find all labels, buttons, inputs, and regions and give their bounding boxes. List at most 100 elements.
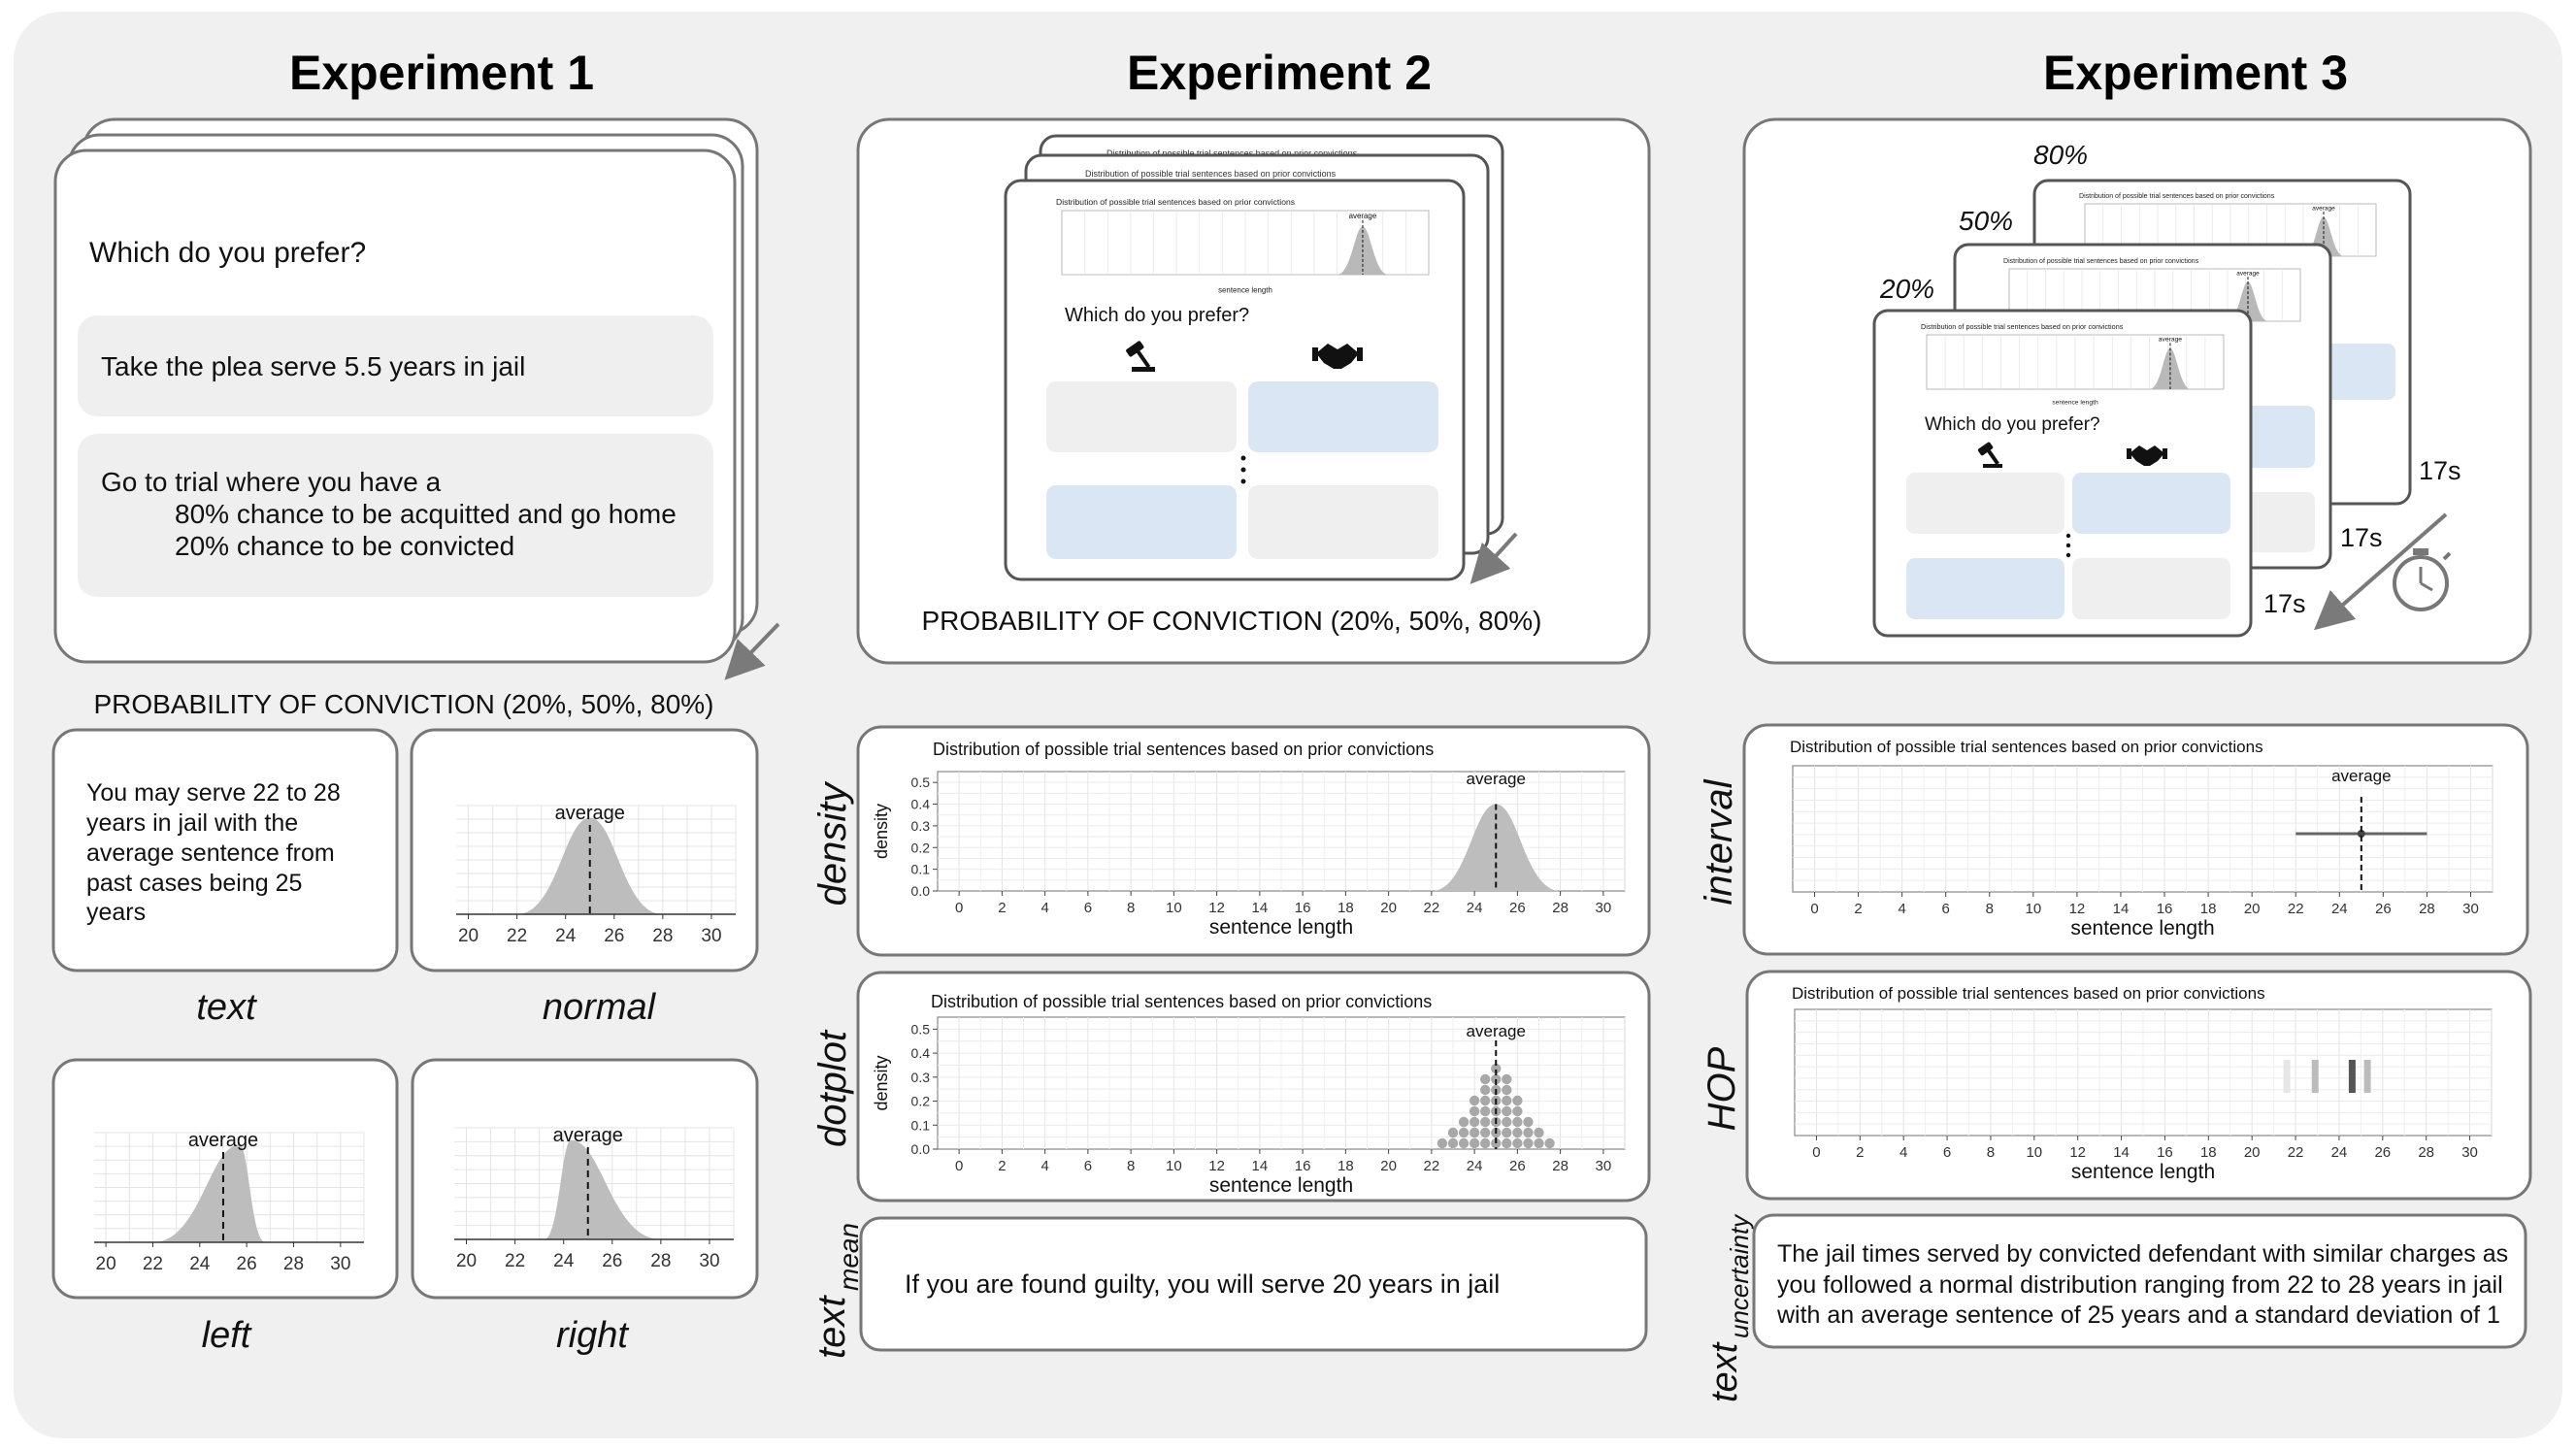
exp3-hop-chart: Distribution of possible trial sentences…	[1792, 984, 2493, 1183]
screen-plot-title: Distribution of possible trial sentences…	[1056, 197, 1295, 207]
tick-label: 4	[1898, 901, 1905, 917]
plot-title: Distribution of possible trial sentences…	[1790, 738, 2263, 756]
exp2-condition-text-sub: mean	[834, 1223, 864, 1291]
tick-label: 0.1	[911, 862, 931, 877]
tick-label: 10	[2026, 1144, 2042, 1161]
dot	[1479, 1127, 1491, 1138]
tick-label: 30	[1596, 900, 1612, 916]
tick-label: 4	[1899, 1144, 1907, 1161]
tick-label: 18	[1338, 1158, 1354, 1174]
exp2-arrow	[1470, 532, 1518, 584]
handshake-icon	[2127, 445, 2167, 466]
exp3-interval-chart: Distribution of possible trial sentences…	[1790, 738, 2493, 939]
distribution-area	[544, 1139, 661, 1239]
exp3-condition-text-uncertainty: text uncertainty	[1704, 1213, 1754, 1402]
tick-label: 22	[2288, 901, 2304, 917]
exp2-screen-back-2-title: Distribution of possible trial sentences…	[1106, 148, 1358, 158]
tick-label: 14	[1252, 900, 1269, 916]
x-axis-label: sentence length	[1209, 916, 1353, 939]
x-axis-label: sentence length	[1209, 1174, 1353, 1197]
tick-label: 0.2	[911, 1094, 931, 1109]
average-label: average	[2331, 767, 2391, 785]
screen-x-label: sentence length	[2052, 400, 2098, 407]
tick-label: 10	[1166, 1158, 1182, 1174]
exp1-probability-label: PROBABILITY OF CONVICTION (20%, 50%, 80%…	[94, 689, 714, 719]
tick-label: 30	[701, 926, 721, 946]
exp2-screen-stack: Distribution of possible trial sentences…	[1004, 134, 1504, 581]
tick-label: 24	[2331, 901, 2348, 917]
exp2-condition-dotplot: dotplot	[811, 1029, 854, 1147]
exp1-text-card-line-2: years in jail with the	[86, 809, 298, 837]
tick-label: 0	[1810, 901, 1818, 917]
exp2-option-gray-2	[1248, 485, 1438, 559]
dot	[1469, 1116, 1480, 1128]
exp3-timer-2: 17s	[2340, 523, 2383, 552]
tick-label: 28	[650, 1251, 671, 1271]
tick-label: 14	[2113, 901, 2130, 917]
average-label: average	[1467, 770, 1526, 788]
tick-label: 12	[2069, 1144, 2086, 1161]
tick-label: 26	[2374, 1144, 2391, 1161]
tick-label: 22	[2288, 1144, 2304, 1161]
tick-label: 6	[1084, 1158, 1092, 1174]
tick-label: 0	[955, 1158, 963, 1174]
exp3-condition-text-sub: uncertainty	[1725, 1213, 1754, 1338]
tick-label: 18	[2200, 901, 2217, 917]
y-axis-label: density	[872, 804, 891, 859]
tick-label: 12	[1208, 1158, 1225, 1174]
exp2-screen-plot: Distribution of possible trial sentences…	[1056, 197, 1430, 294]
tick-label: 6	[1943, 1144, 1951, 1161]
tick-label: 26	[237, 1254, 257, 1274]
tick-label: 22	[505, 1251, 525, 1271]
screen-plot-title: Distribution of possible trial sentences…	[2079, 193, 2275, 200]
dot	[1523, 1116, 1534, 1128]
exp2-text-mean: If you are found guilty, you will serve …	[905, 1269, 1500, 1299]
tick-label: 0.2	[911, 840, 931, 855]
tick-label: 28	[652, 926, 673, 946]
tick-label: 0.5	[911, 1021, 931, 1037]
hop-draw	[2311, 1060, 2319, 1093]
dot	[1479, 1073, 1491, 1085]
dot	[1512, 1105, 1523, 1117]
exp3-screen-stack: Distribution of possible trial sentences…	[1872, 179, 2412, 638]
tick-label: 0.5	[911, 774, 931, 790]
tick-label: 22	[143, 1254, 163, 1274]
dot	[1479, 1084, 1491, 1096]
tick-label: 2	[1854, 901, 1862, 917]
tick-label: 16	[2157, 901, 2173, 917]
dot	[1534, 1137, 1544, 1149]
tick-label: 16	[1295, 900, 1311, 916]
exp1-card-stack: Which do you prefer? Take the plea serve…	[53, 117, 759, 664]
exp1-trial-option	[78, 434, 713, 597]
exp2-text-mean-panel	[859, 1216, 1648, 1352]
experiment-1-title: Experiment 1	[289, 46, 594, 100]
tick-label: 20	[2244, 901, 2261, 917]
tick-label: 0.1	[911, 1117, 931, 1133]
tick-label: 22	[507, 926, 527, 946]
exp1-condition-right: right	[556, 1315, 629, 1356]
screen-average-label: average	[2236, 270, 2260, 277]
tick-label: 28	[1552, 900, 1569, 916]
exp3-condition-text-main: text	[1704, 1341, 1745, 1402]
dot	[1502, 1084, 1512, 1096]
exp2-option-blue-1	[1248, 381, 1438, 452]
tick-label: 18	[2200, 1144, 2217, 1161]
dot	[1479, 1137, 1491, 1149]
dot	[1534, 1127, 1544, 1138]
exp1-arrow	[724, 622, 780, 680]
plot-title: Distribution of possible trial sentences…	[933, 740, 1434, 759]
tick-label: 28	[2418, 1144, 2434, 1161]
dot	[1437, 1137, 1448, 1149]
exp1-condition-text: text	[196, 987, 257, 1028]
dot	[1512, 1116, 1523, 1128]
dot	[1469, 1105, 1480, 1117]
tick-label: 2	[1856, 1144, 1864, 1161]
tick-label: 2	[998, 1158, 1006, 1174]
exp1-trial-line1: Go to trial where you have a	[101, 467, 442, 497]
average-label: average	[553, 1125, 623, 1146]
exp3-condition-hop: HOP	[1701, 1046, 1743, 1131]
dot	[1502, 1127, 1512, 1138]
exp1-plea-text: Take the plea serve 5.5 years in jail	[101, 351, 525, 381]
